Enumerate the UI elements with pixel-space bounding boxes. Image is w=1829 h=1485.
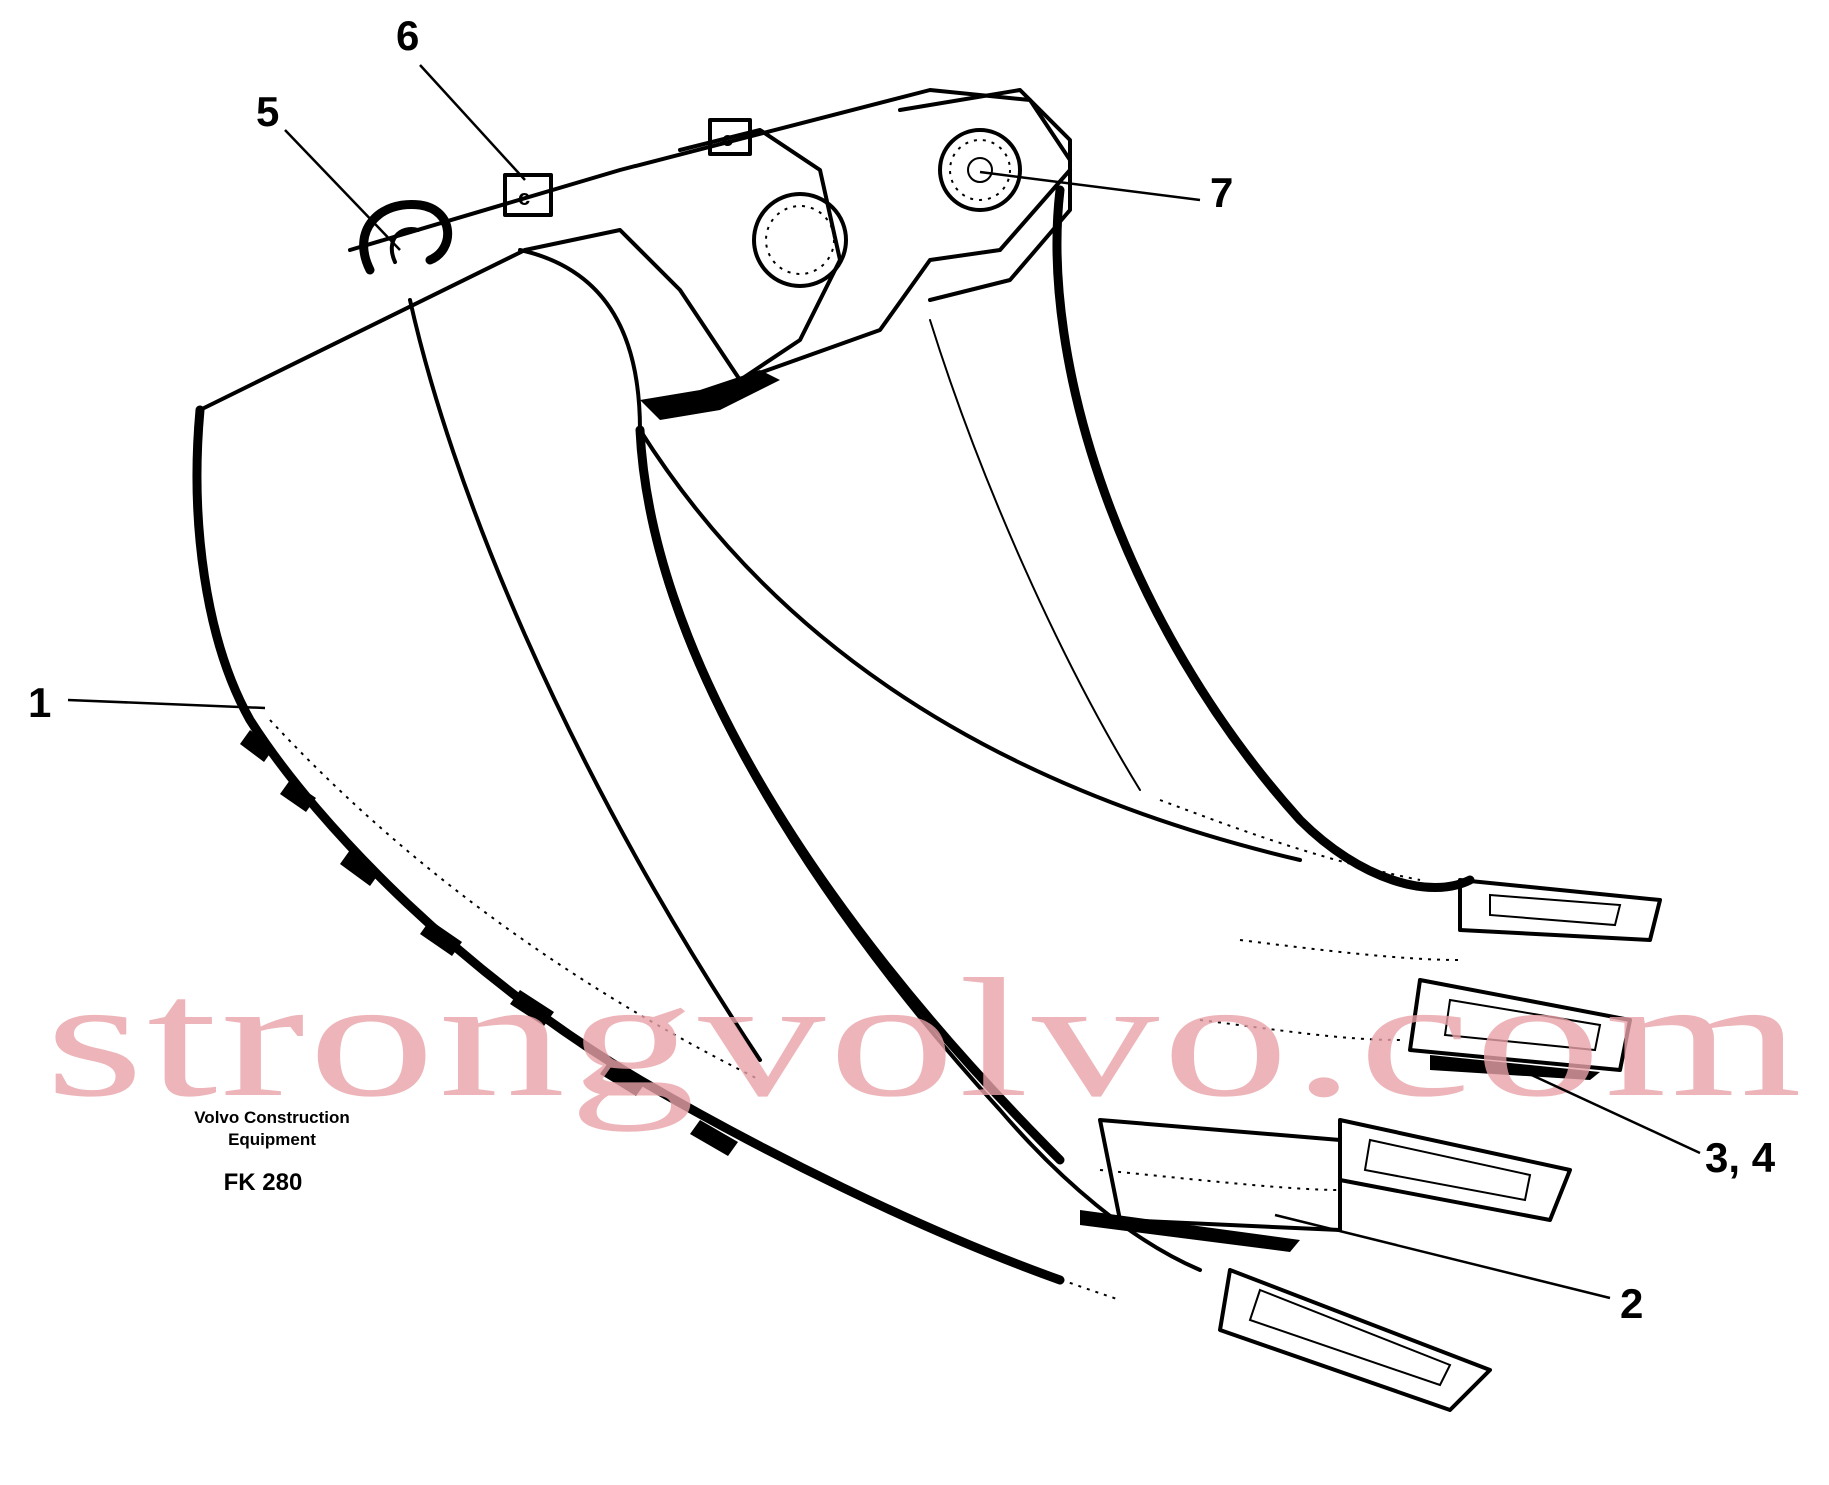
callout-label-6: 6 [396, 12, 419, 59]
grease-nipple-right: c [708, 118, 752, 156]
callout-label-3-4: 3, 4 [1705, 1134, 1776, 1181]
back-shell-ridge [929, 319, 1141, 791]
pin-boss-right [938, 128, 1022, 212]
svg-text:c: c [722, 129, 733, 151]
tooth-4 [1218, 1268, 1492, 1412]
pin-boss-left [752, 192, 848, 288]
ear-plate-right [898, 88, 1072, 302]
lifting-eye [359, 199, 453, 275]
tooth-adapter-plate [1080, 1118, 1342, 1252]
callout-label-2: 2 [1620, 1280, 1643, 1327]
top-plate-front [523, 168, 1072, 382]
callout-6: 6 [396, 12, 526, 181]
back-shell [1052, 185, 1475, 892]
figure-code: FK 280 [224, 1169, 303, 1196]
callout-1: 1 [28, 679, 266, 726]
callout-2: 2 [1274, 1213, 1643, 1327]
callout-label-1: 1 [28, 679, 51, 726]
callout-7: 7 [979, 169, 1233, 216]
back-shell-inner [638, 428, 1302, 862]
callout-3-4: 3, 4 [1509, 1063, 1776, 1181]
left-side-plate-inner [408, 298, 762, 1062]
callout-5: 5 [256, 88, 401, 251]
callout-label-5: 5 [256, 88, 279, 135]
caption-line-2: Equipment [228, 1130, 316, 1149]
top-plate [348, 88, 1072, 252]
left-side-plate-top [198, 248, 527, 412]
figure-caption: Volvo Construction Equipment FK 280 [194, 1108, 350, 1196]
callout-label-7: 7 [1210, 169, 1233, 216]
ear-plate-left [678, 128, 842, 382]
tooth-1 [1458, 878, 1662, 942]
grease-nipple-left: c [503, 173, 553, 217]
bottom-wear-strips [240, 730, 738, 1156]
tooth-3 [1338, 1118, 1572, 1222]
bucket-illustration: c c [192, 88, 1662, 1412]
watermark-text: strongvolvo.com [45, 944, 1805, 1132]
top-plate-shadow [640, 370, 780, 420]
svg-text:c: c [518, 185, 530, 210]
front-lip-inner [635, 425, 1065, 1165]
caption-line-1: Volvo Construction [194, 1108, 350, 1127]
